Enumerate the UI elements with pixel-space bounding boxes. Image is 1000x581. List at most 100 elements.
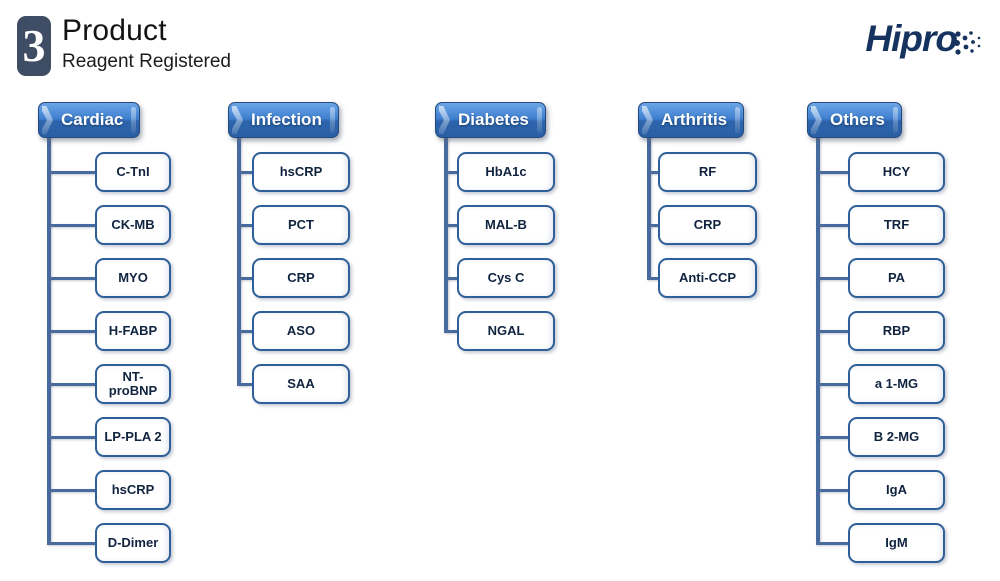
connector-line: [816, 488, 848, 492]
connector-line: [47, 382, 95, 386]
connector-line: [237, 382, 252, 386]
connector-line: [47, 276, 95, 280]
connector-line: [47, 223, 95, 227]
reagent-node: MAL-B: [457, 205, 555, 245]
reagent-node: MYO: [95, 258, 171, 298]
connector-line: [816, 435, 848, 439]
reagent-node: Anti-CCP: [658, 258, 757, 298]
reagent-node: CK-MB: [95, 205, 171, 245]
connector-line: [816, 276, 848, 280]
connector-line: [237, 329, 252, 333]
tree-branch: CK-MB: [38, 205, 171, 245]
tree-branch: LP-PLA 2: [38, 417, 171, 457]
tree-branch: MAL-B: [435, 205, 555, 245]
connector-line: [47, 435, 95, 439]
connector-line: [237, 170, 252, 174]
tree-cardiac: Cardiac C-TnI CK-MB MYO H-FABP NT-proBNP LP-P…: [38, 102, 171, 576]
tree-branch: NGAL: [435, 311, 555, 351]
tree-branch: IgA: [807, 470, 945, 510]
reagent-node: RF: [658, 152, 757, 192]
logo-text: Hipro: [865, 18, 958, 59]
reagent-node: a 1-MG: [848, 364, 945, 404]
reagent-node: hsCRP: [95, 470, 171, 510]
tree-branch: hsCRP: [228, 152, 350, 192]
tree-branch: RBP: [807, 311, 945, 351]
tree-branch: RF: [638, 152, 757, 192]
reagent-node: CRP: [252, 258, 350, 298]
connector-line: [444, 223, 457, 227]
tree-branch: CRP: [638, 205, 757, 245]
tree-branch: B 2-MG: [807, 417, 945, 457]
slide-subtitle: Reagent Registered: [62, 51, 231, 72]
reagent-node: NT-proBNP: [95, 364, 171, 404]
slide-number: 3: [22, 20, 46, 71]
tree-branch: PA: [807, 258, 945, 298]
reagent-node: CRP: [658, 205, 757, 245]
reagent-node: HbA1c: [457, 152, 555, 192]
connector-trunk: [444, 135, 448, 331]
connector-line: [47, 170, 95, 174]
category-header-cardiac: Cardiac: [38, 102, 141, 138]
tree-branch: IgM: [807, 523, 945, 563]
logo-dots-icon: [954, 31, 981, 55]
branch-list: RF CRP Anti-CCP: [638, 152, 757, 311]
connector-line: [237, 276, 252, 280]
reagent-node: SAA: [252, 364, 350, 404]
reagent-node: Cys C: [457, 258, 555, 298]
connector-line: [647, 276, 658, 280]
reagent-node: NGAL: [457, 311, 555, 351]
tree-branch: Anti-CCP: [638, 258, 757, 298]
tree-branch: hsCRP: [38, 470, 171, 510]
branch-list: HCY TRF PA RBP a 1-MG B 2-MG IgA IgM: [807, 152, 945, 576]
tree-branch: ASO: [228, 311, 350, 351]
tree-branch: HbA1c: [435, 152, 555, 192]
tree-infection: Infection hsCRP PCT CRP ASO SAA: [228, 102, 350, 417]
reagent-node: ASO: [252, 311, 350, 351]
branch-list: hsCRP PCT CRP ASO SAA: [228, 152, 350, 417]
connector-line: [816, 541, 848, 545]
connector-line: [47, 488, 95, 492]
tree-branch: TRF: [807, 205, 945, 245]
slide-title: Product: [62, 14, 167, 47]
reagent-node: PCT: [252, 205, 350, 245]
category-header-diabetes: Diabetes: [435, 102, 546, 138]
reagent-node: C-TnI: [95, 152, 171, 192]
reagent-node: TRF: [848, 205, 945, 245]
connector-line: [816, 382, 848, 386]
tree-branch: NT-proBNP: [38, 364, 171, 404]
reagent-node: RBP: [848, 311, 945, 351]
reagent-node: hsCRP: [252, 152, 350, 192]
tree-branch: C-TnI: [38, 152, 171, 192]
connector-line: [444, 170, 457, 174]
slide-number-badge: 3: [17, 16, 51, 76]
connector-trunk: [237, 135, 241, 384]
tree-branch: PCT: [228, 205, 350, 245]
branch-list: C-TnI CK-MB MYO H-FABP NT-proBNP LP-PLA 2 hsCR…: [38, 152, 171, 576]
reagent-node: IgM: [848, 523, 945, 563]
connector-line: [816, 170, 848, 174]
reagent-node: LP-PLA 2: [95, 417, 171, 457]
tree-branch: CRP: [228, 258, 350, 298]
connector-line: [816, 329, 848, 333]
connector-line: [444, 329, 457, 333]
connector-line: [444, 276, 457, 280]
category-header-infection: Infection: [228, 102, 339, 138]
tree-branch: Cys C: [435, 258, 555, 298]
connector-line: [647, 170, 658, 174]
connector-line: [47, 541, 95, 545]
hipro-logo: Hipro: [865, 20, 984, 62]
connector-line: [47, 329, 95, 333]
reagent-node: H-FABP: [95, 311, 171, 351]
reagent-node: PA: [848, 258, 945, 298]
reagent-node: B 2-MG: [848, 417, 945, 457]
tree-branch: H-FABP: [38, 311, 171, 351]
reagent-node: IgA: [848, 470, 945, 510]
connector-trunk: [647, 135, 651, 278]
title-block: Product Reagent Registered: [62, 14, 231, 73]
connector-line: [816, 223, 848, 227]
reagent-node: HCY: [848, 152, 945, 192]
